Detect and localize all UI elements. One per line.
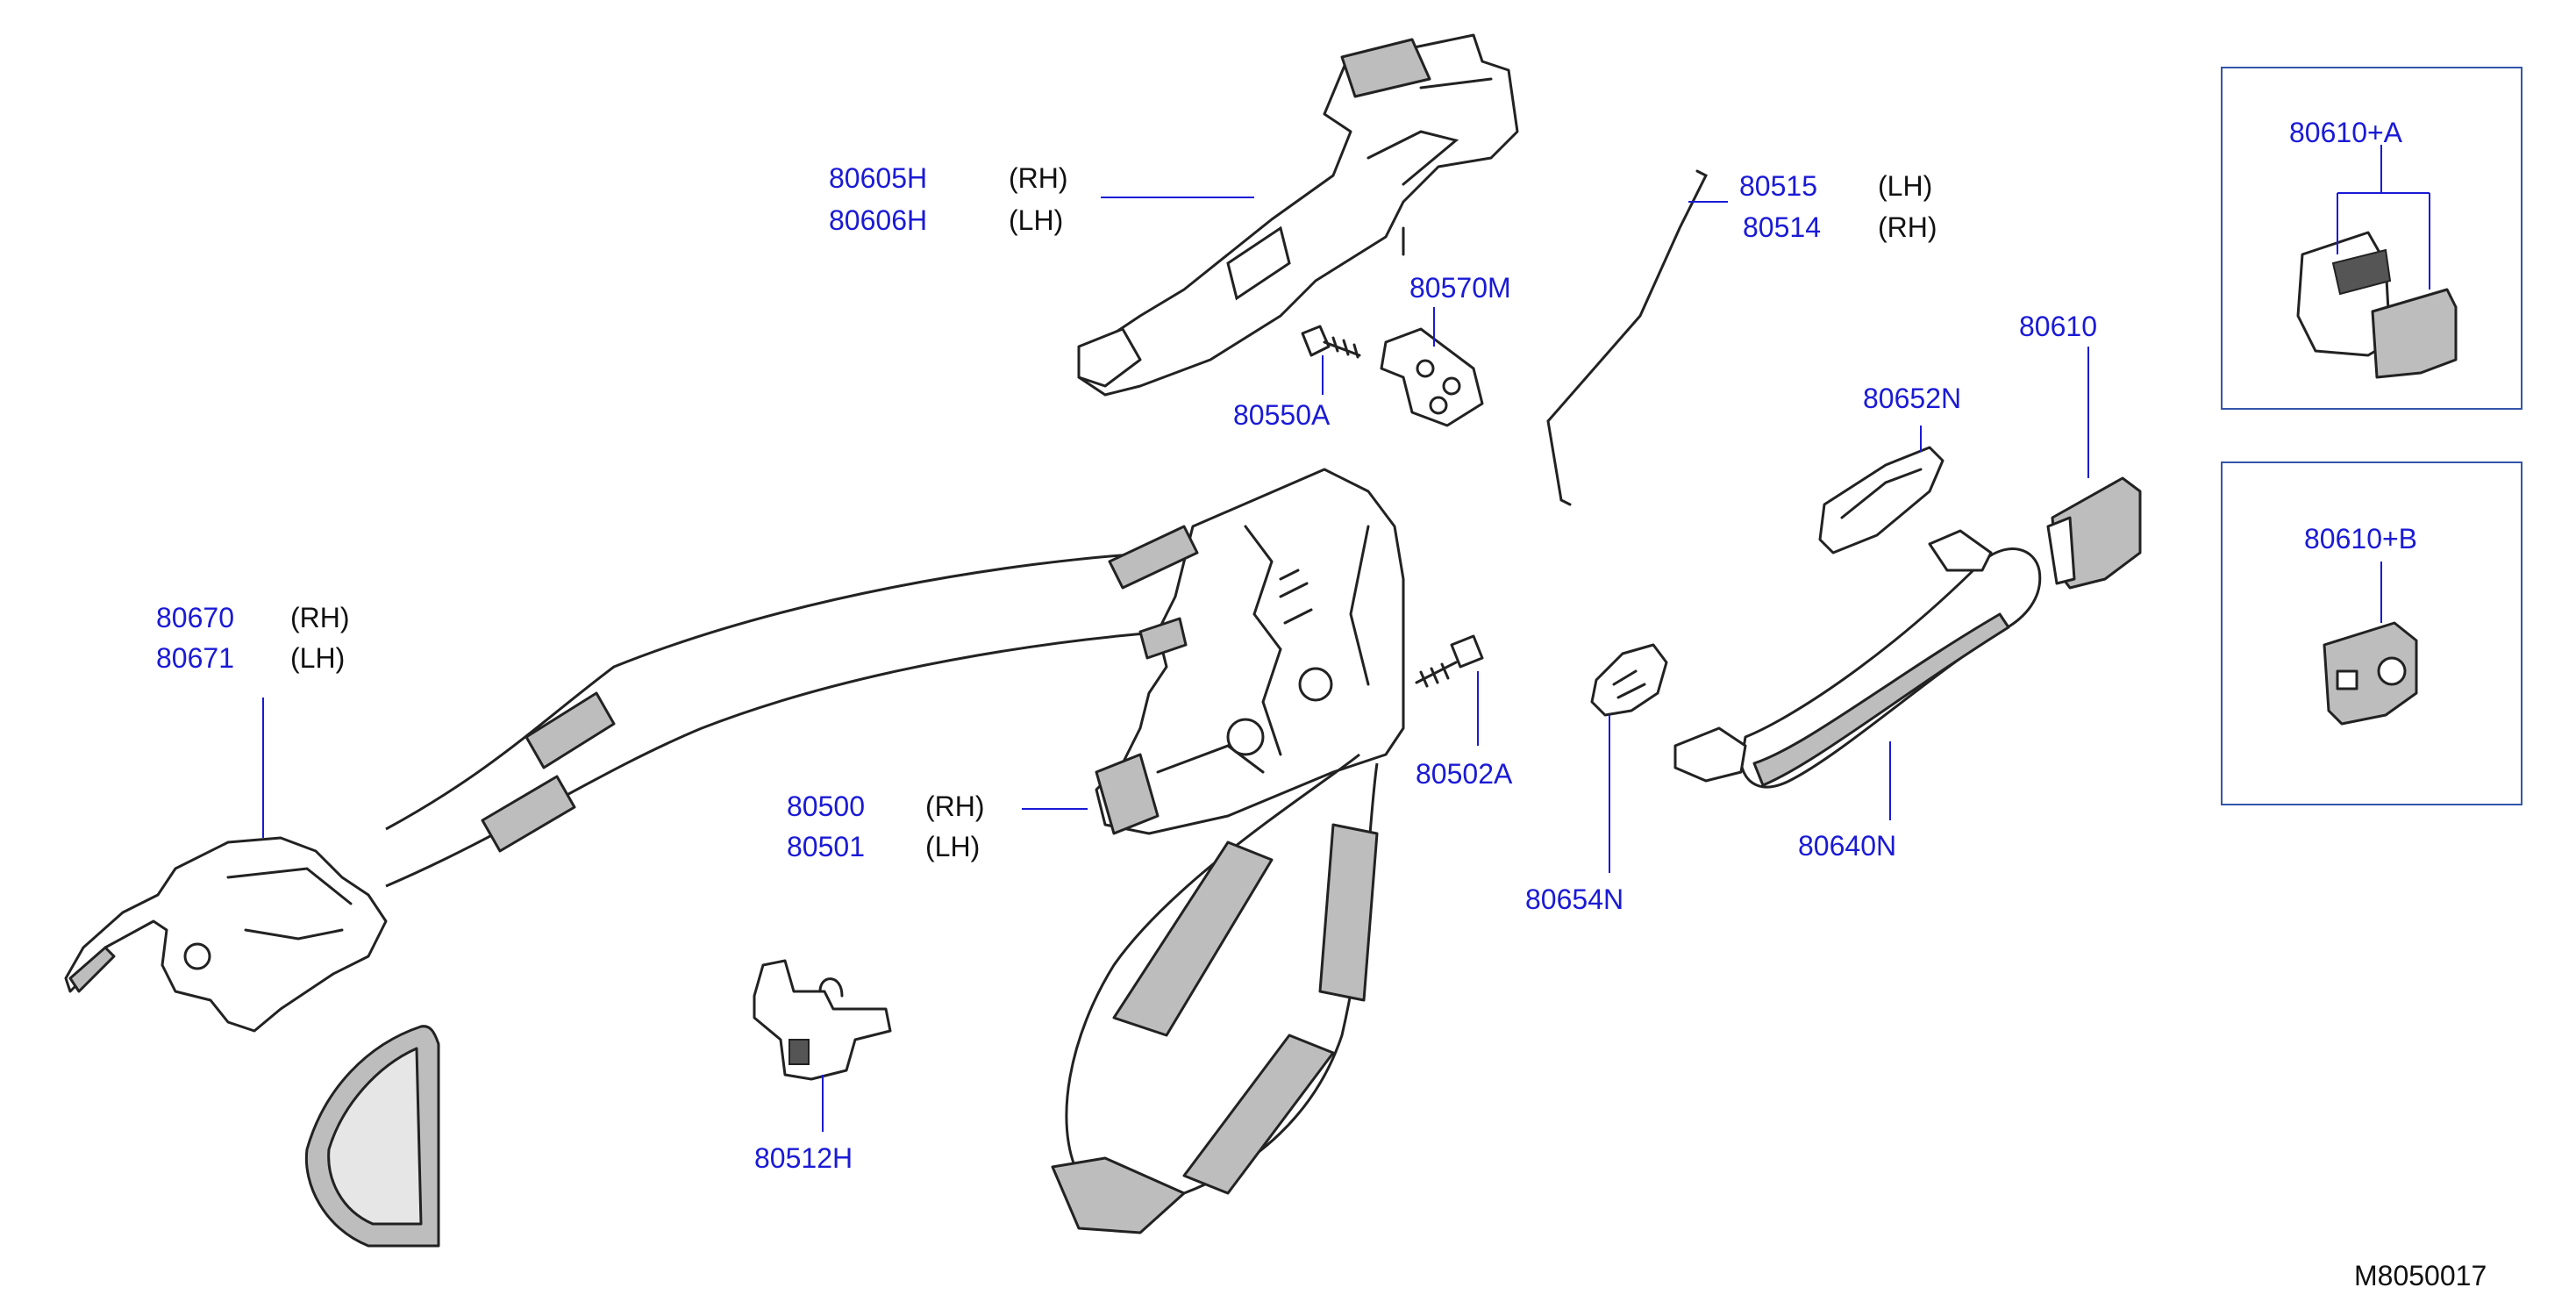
label-80500: 80500 [787, 790, 865, 822]
gasket-80654n-part [1590, 643, 1668, 717]
clip-80512h-part [753, 959, 892, 1081]
label-80654n: 80654N [1525, 884, 1623, 915]
label-80670: 80670 [156, 602, 234, 633]
suffix-80500: (RH) [925, 790, 985, 822]
suffix-80606h: (LH) [1009, 204, 1063, 236]
bolt-80550a-part [1301, 325, 1361, 359]
label-80610: 80610 [2019, 311, 2097, 342]
inset-box-a [2221, 67, 2522, 410]
gasket-80652n-part [1818, 446, 1944, 554]
label-80570m: 80570M [1409, 272, 1511, 304]
rod-80514-part [1546, 169, 1709, 506]
label-80610a: 80610+A [2289, 117, 2403, 148]
outside-handle-bracket-part [1077, 33, 1519, 397]
suffix-80671: (LH) [290, 642, 345, 674]
suffix-80515: (LH) [1878, 170, 1932, 202]
inside-handle-escutcheon-part [304, 1025, 440, 1248]
cap-80610-part [2046, 476, 2142, 590]
label-80640n: 80640N [1798, 830, 1896, 862]
label-80515: 80515 [1739, 170, 1817, 202]
label-80652n: 80652N [1863, 383, 1961, 414]
door-lock-actuator-part [1095, 468, 1405, 835]
cylinder-set-a-part [2296, 231, 2458, 379]
control-cables-part [385, 525, 1199, 888]
label-80514: 80514 [1743, 211, 1821, 243]
cap-set-b-part [2323, 621, 2418, 726]
label-80606h: 80606H [829, 204, 927, 236]
lock-cable-loop-part [1051, 753, 1379, 1234]
suffix-80514: (RH) [1878, 211, 1937, 243]
label-80501: 80501 [787, 831, 865, 862]
diagram-code: M8050017 [2354, 1260, 2487, 1291]
bolt-80502a-part [1415, 634, 1484, 688]
label-80550a: 80550A [1233, 399, 1331, 431]
label-80610b: 80610+B [2304, 523, 2417, 554]
label-80502a: 80502A [1416, 758, 1513, 790]
callout-labels: 80605H (RH) 80606H (LH) 80515 (LH) 80514… [156, 117, 2487, 1291]
label-80671: 80671 [156, 642, 234, 674]
label-80605h: 80605H [829, 162, 927, 194]
label-80512h: 80512H [754, 1142, 853, 1174]
suffix-80670: (RH) [290, 602, 350, 633]
inset-box-b [2221, 461, 2522, 805]
spacer-plate-80570m-part [1380, 327, 1484, 427]
inside-handle-part [64, 836, 388, 1033]
suffix-80605h: (RH) [1009, 162, 1068, 194]
suffix-80501: (LH) [925, 831, 980, 862]
leader-lines [262, 145, 2430, 1132]
outside-handle-part [1673, 529, 2042, 789]
